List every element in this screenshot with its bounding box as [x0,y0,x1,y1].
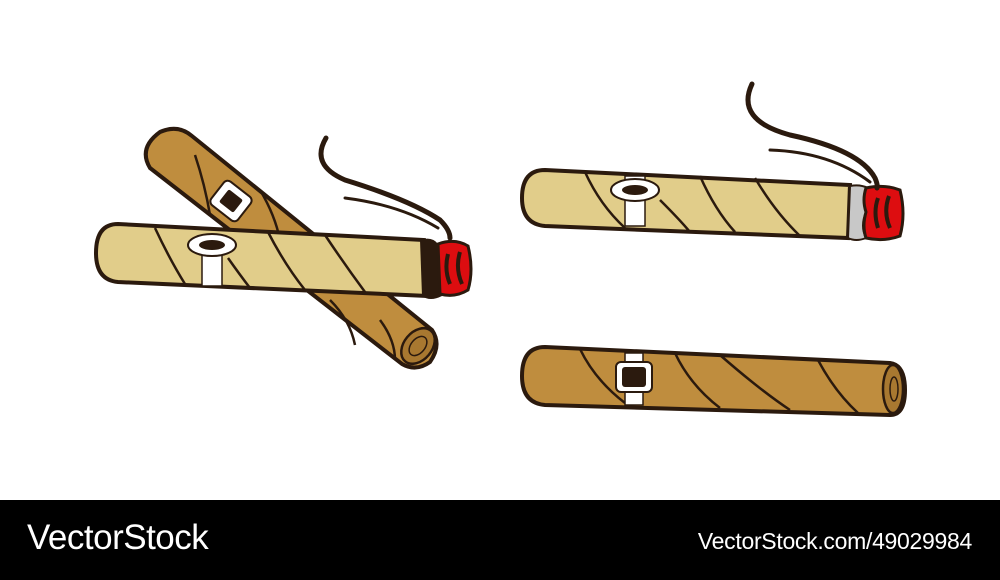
image-reference: VectorStock.com/49029984 [697,528,972,554]
brand-logo: VectorStock [27,518,209,557]
watermark-bar [0,500,1000,580]
cigar-illustration [93,81,908,418]
smoke-left [318,135,453,241]
unlit-dark-cigar [519,344,908,418]
lit-light-cigar [519,167,905,242]
light-horizontal-cigar [93,221,473,299]
smoke-right [745,81,880,191]
